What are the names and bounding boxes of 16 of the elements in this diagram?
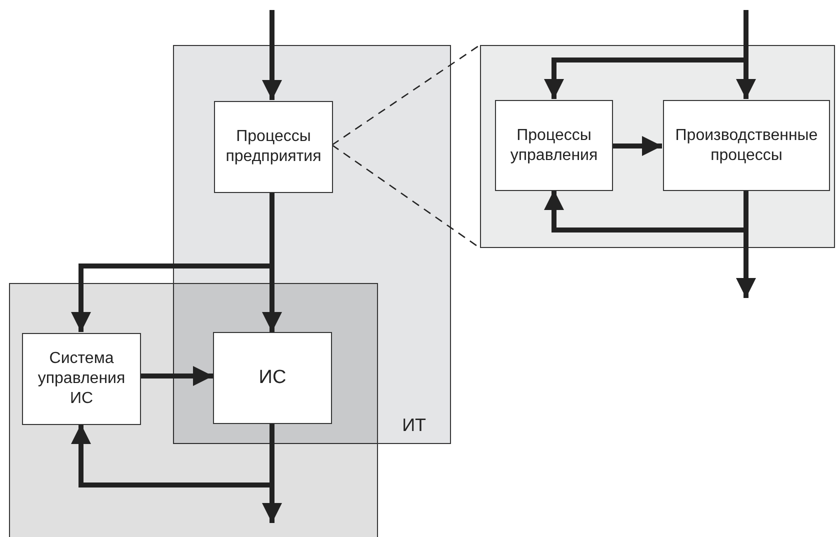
process-box <box>214 101 333 193</box>
process-box <box>22 333 141 425</box>
box-text: Система управления ИС <box>36 349 126 409</box>
process-box <box>663 100 830 191</box>
box-text: Производственные процессы <box>674 126 819 166</box>
box-text: ИС <box>258 366 288 390</box>
dashed-line <box>332 44 480 146</box>
process-box <box>213 332 332 424</box>
arrow <box>612 136 662 156</box>
arrow <box>140 366 213 386</box>
process-box <box>495 100 613 191</box>
arrow <box>262 10 282 100</box>
box-text: Процессы предприятия <box>224 127 322 167</box>
panel-label: ИТ <box>402 414 426 437</box>
box-text: Процессы управления <box>509 126 599 166</box>
region-panel <box>480 45 835 248</box>
